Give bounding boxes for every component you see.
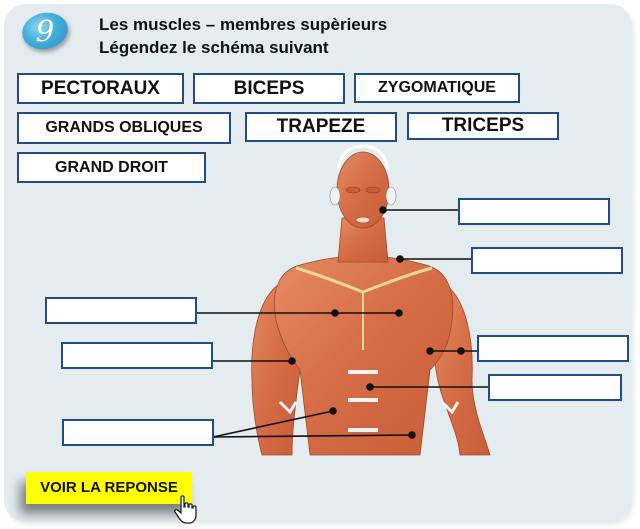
answer-box-left-arm[interactable] [61,342,213,369]
answer-input-face[interactable] [460,200,608,223]
word-grands-obliques[interactable]: GRANDS OBLIQUES [17,112,231,144]
word-pectoraux[interactable]: PECTORAUX [17,73,184,104]
exercise-title: Les muscles – membres supèrieurs Légende… [99,13,387,59]
exercise-number-badge: 9 [18,8,72,54]
answer-box-chest[interactable] [45,297,197,324]
answer-input-sides[interactable] [64,421,212,444]
answer-box-abdomen[interactable] [488,374,622,401]
word-zygomatique[interactable]: ZYGOMATIQUE [354,73,520,103]
answer-input-right-arm[interactable] [479,337,627,360]
title-line-1: Les muscles – membres supèrieurs [99,15,388,34]
word-grand-droit[interactable]: GRAND DROIT [17,152,206,183]
answer-box-face[interactable] [458,198,610,225]
show-answer-button[interactable]: VOIR LA REPONSE [26,472,192,504]
answer-input-chest[interactable] [47,299,195,322]
exercise-number: 9 [35,14,55,48]
word-triceps[interactable]: TRICEPS [407,112,559,140]
answer-box-right-arm[interactable] [477,335,629,362]
title-line-2: Légendez le schéma suivant [99,38,329,57]
word-trapeze[interactable]: TRAPEZE [245,112,397,142]
answer-box-neck[interactable] [471,247,623,274]
answer-box-sides[interactable] [62,419,214,446]
answer-input-left-arm[interactable] [63,344,211,367]
answer-input-abdomen[interactable] [490,376,620,399]
answer-input-neck[interactable] [473,249,621,272]
word-biceps[interactable]: BICEPS [193,73,345,104]
